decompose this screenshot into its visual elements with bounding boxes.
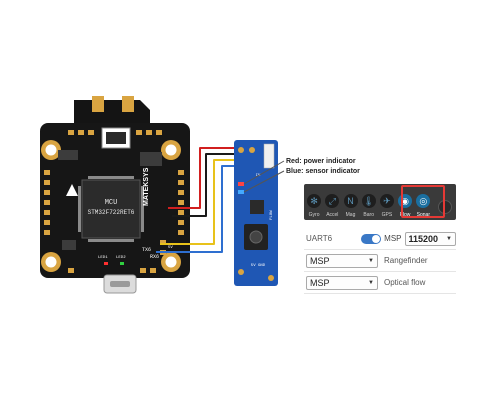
blue-indicator-label: Blue: sensor indicator xyxy=(286,168,360,175)
sensor-ic xyxy=(250,200,264,214)
configurator-panel: ✻ Gyro ⤢ Accel N Mag 🌡 Baro ✈ GPS ◉ Flow… xyxy=(304,184,456,294)
sensor-gps: ✈ GPS xyxy=(379,184,395,220)
chevron-down-icon: ▼ xyxy=(368,279,374,286)
component-chip xyxy=(58,150,78,160)
sensor-silk-side: FLOW xyxy=(270,210,274,220)
pad-label-rx6: RX6 xyxy=(150,254,159,260)
solder-pads xyxy=(44,130,184,273)
sensor-silk-bottom: 5V GND xyxy=(251,264,266,268)
led-red xyxy=(104,262,108,265)
sensor-lens xyxy=(249,230,263,244)
sensor-accel: ⤢ Accel xyxy=(324,184,340,220)
opticalflow-label: Optical flow xyxy=(384,278,426,287)
sensor-label: GPS xyxy=(381,212,393,218)
gps-icon: ✈ xyxy=(379,194,394,208)
chevron-down-icon: ▼ xyxy=(368,257,374,264)
brand-logo-icon xyxy=(66,184,78,196)
sensor-label: Accel xyxy=(326,212,339,218)
sensor-sonar: ◎ Sonar xyxy=(415,184,431,220)
toggle-knob xyxy=(372,234,381,243)
sensor-label: Gyro xyxy=(308,212,320,218)
opticalflow-select[interactable]: MSP ▼ xyxy=(306,275,378,290)
baro-icon: 🌡 xyxy=(361,194,376,208)
flight-controller-board: MCU STM32F722RET6 MATEKSYS TX6 RX6 LED1 … xyxy=(40,96,190,294)
mcu-chip xyxy=(81,179,141,239)
baud-rate-value: 115200 xyxy=(408,233,439,244)
sensor-pads xyxy=(238,147,274,281)
annotations: Red: power indicator Blue: sensor indica… xyxy=(243,158,360,193)
port-protocol: MSP xyxy=(384,234,402,243)
red-indicator-label: Red: power indicator xyxy=(286,158,356,165)
callout-line-blue xyxy=(243,170,285,193)
optical-flow-sensor: IN FLOW 5V GND xyxy=(234,140,278,286)
mcu-pins xyxy=(78,176,144,242)
mag-icon: N xyxy=(343,194,358,208)
mcu-part-number: STM32F722RET6 xyxy=(88,209,135,216)
silk-led1: LED1 xyxy=(98,256,108,260)
rangefinder-row: MSP ▼ Rangefinder xyxy=(304,250,456,272)
accel-icon: ⤢ xyxy=(325,194,340,208)
sensor-status-bar: ✻ Gyro ⤢ Accel N Mag 🌡 Baro ✈ GPS ◉ Flow… xyxy=(304,184,456,220)
pad-label-tx6: TX6 xyxy=(142,247,151,253)
rangefinder-label: Rangefinder xyxy=(384,256,428,265)
callout-line-red xyxy=(243,160,285,185)
flow-sonar-highlight xyxy=(401,185,445,218)
sensor-label: Mag xyxy=(345,212,356,218)
opticalflow-value: MSP xyxy=(310,277,330,288)
rangefinder-select[interactable]: MSP ▼ xyxy=(306,253,378,268)
sensor-label: Baro xyxy=(363,212,374,218)
power-pad-left xyxy=(92,96,104,112)
power-led xyxy=(238,182,244,186)
led-green xyxy=(120,262,124,265)
gyro-icon: ✻ xyxy=(307,194,322,208)
board-brand: MATEKSYS xyxy=(143,167,150,206)
component-chip xyxy=(140,152,162,166)
silk-led2: LED2 xyxy=(116,256,126,260)
power-pad-right xyxy=(122,96,134,112)
chevron-down-icon: ▼ xyxy=(446,235,452,242)
sensor-connector xyxy=(263,143,275,169)
baud-rate-select[interactable]: 115200 ▼ xyxy=(404,231,456,246)
sensor-label: Sonar xyxy=(416,212,430,218)
sensor-gyro: ✻ Gyro xyxy=(306,184,322,220)
sensor-label: Flow xyxy=(399,212,411,218)
rangefinder-value: MSP xyxy=(310,255,330,266)
mounting-holes xyxy=(41,140,181,272)
sensor-led xyxy=(238,190,244,194)
component-chip xyxy=(62,240,76,250)
silk-5v: 5V xyxy=(168,246,173,250)
port-name: UART6 xyxy=(306,234,333,243)
sonar-icon: ◎ xyxy=(416,194,431,208)
mcu-label: MCU xyxy=(105,199,118,207)
port-row-uart6: UART6 MSP 115200 ▼ xyxy=(304,228,456,250)
sensor-baro: 🌡 Baro xyxy=(361,184,377,220)
board-top-tab xyxy=(74,100,150,124)
msp-toggle[interactable] xyxy=(361,233,382,244)
sensor-mag: N Mag xyxy=(342,184,358,220)
opticalflow-row: MSP ▼ Optical flow xyxy=(304,272,456,294)
